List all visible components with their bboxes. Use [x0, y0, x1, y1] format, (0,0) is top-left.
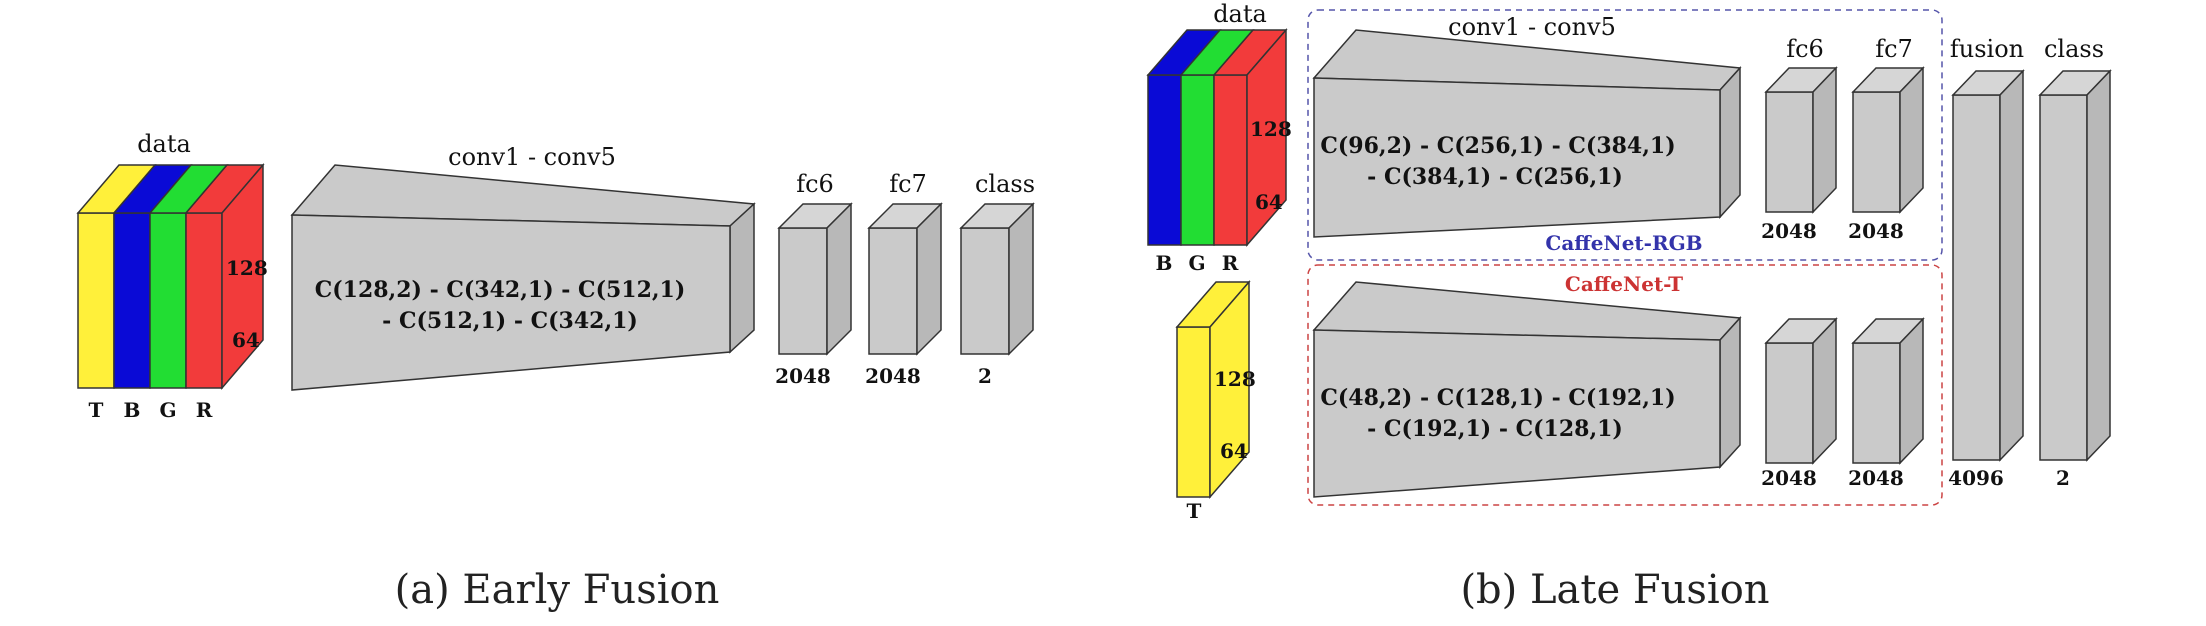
late-t-conv-block	[1312, 281, 1742, 498]
early-channel-r-slab	[185, 212, 223, 389]
early-caption: (a) Early Fusion	[395, 567, 720, 613]
late-channel-r-label: R	[1222, 251, 1239, 275]
late-t-fc6-block	[1764, 317, 1838, 465]
early-dim-w: 64	[232, 328, 260, 352]
late-rgb-fc7-size: 2048	[1848, 219, 1904, 243]
caffenet-t-box	[1307, 264, 1943, 506]
late-fusion-block	[1951, 69, 2025, 462]
late-t-dim-h: 128	[1214, 367, 1256, 391]
late-class-label: class	[2044, 35, 2104, 63]
early-fusion-panel: 128 64 data T B G R conv1 - conv5 C(128,…	[76, 130, 1035, 613]
late-class-size: 2	[2056, 466, 2070, 490]
early-channel-g-slab	[149, 212, 187, 389]
late-rgb-fc6-block	[1764, 66, 1838, 214]
early-fc7-label: fc7	[889, 170, 927, 198]
early-dim-h: 128	[226, 256, 268, 280]
early-fc6-block	[777, 202, 853, 356]
late-data-label: data	[1213, 0, 1267, 28]
late-fc7-label: fc7	[1875, 35, 1913, 63]
early-conv-label: conv1 - conv5	[448, 143, 616, 171]
early-conv-spec-line1: C(128,2) - C(342,1) - C(512,1)	[315, 277, 686, 303]
early-class-block	[959, 202, 1035, 356]
early-channel-r-label: R	[196, 398, 213, 422]
early-data-label: data	[137, 130, 191, 158]
late-channel-t-label: T	[1187, 499, 1202, 523]
late-channel-b-label: B	[1156, 251, 1173, 275]
early-conv-block	[290, 164, 756, 391]
late-channel-r-slab	[1213, 74, 1248, 246]
early-channel-t-label: T	[89, 398, 104, 422]
late-channel-g-label: G	[1188, 251, 1205, 275]
early-fc6-label: fc6	[796, 170, 834, 198]
late-fc6-label: fc6	[1786, 35, 1824, 63]
late-t-fc6-size: 2048	[1761, 466, 1817, 490]
late-t-conv-spec-line2: - C(192,1) - C(128,1)	[1367, 416, 1623, 442]
early-channel-b-slab	[113, 212, 151, 389]
late-channel-b-slab	[1147, 74, 1182, 246]
late-t-fc7-block	[1851, 317, 1925, 465]
late-rgb-fc6-size: 2048	[1761, 219, 1817, 243]
late-rgb-input-block: 128 64	[1146, 27, 1292, 248]
early-class-label: class	[975, 170, 1035, 198]
caffenet-t-label: CaffeNet-T	[1565, 272, 1683, 296]
late-channel-t-slab	[1176, 326, 1211, 498]
late-class-block	[2038, 69, 2112, 462]
late-conv-label: conv1 - conv5	[1448, 13, 1616, 41]
late-rgb-dim-w: 64	[1255, 190, 1283, 214]
late-rgb-conv-spec-line2: - C(384,1) - C(256,1)	[1367, 164, 1623, 190]
late-fusion-panel: 128 64 data B G R 128 64 T CaffeNet-RGB …	[1146, 0, 2112, 613]
late-t-fc7-size: 2048	[1848, 466, 1904, 490]
early-channel-g-label: G	[159, 398, 176, 422]
late-channel-g-slab	[1180, 74, 1215, 246]
caffenet-rgb-label: CaffeNet-RGB	[1545, 231, 1702, 255]
late-rgb-fc7-block	[1851, 66, 1925, 214]
early-fc7-size: 2048	[865, 364, 921, 388]
early-fc7-block	[867, 202, 943, 356]
early-channel-t-slab	[77, 212, 115, 389]
late-fusion-label: fusion	[1950, 35, 2024, 63]
late-fusion-size: 4096	[1948, 466, 2004, 490]
late-rgb-conv-spec-line1: C(96,2) - C(256,1) - C(384,1)	[1320, 133, 1675, 159]
late-t-input-block: 128 64	[1175, 279, 1256, 500]
early-channel-b-label: B	[124, 398, 141, 422]
early-input-block: 128 64	[76, 162, 268, 391]
late-t-conv-spec-line1: C(48,2) - C(128,1) - C(192,1)	[1320, 385, 1675, 411]
early-conv-spec-line2: - C(512,1) - C(342,1)	[382, 308, 638, 334]
early-class-size: 2	[978, 364, 992, 388]
late-t-dim-w: 64	[1220, 439, 1248, 463]
late-rgb-conv-block	[1312, 29, 1742, 238]
early-fc6-size: 2048	[775, 364, 831, 388]
caffenet-rgb-box	[1307, 9, 1943, 261]
late-rgb-dim-h: 128	[1250, 117, 1292, 141]
late-caption: (b) Late Fusion	[1460, 567, 1769, 613]
